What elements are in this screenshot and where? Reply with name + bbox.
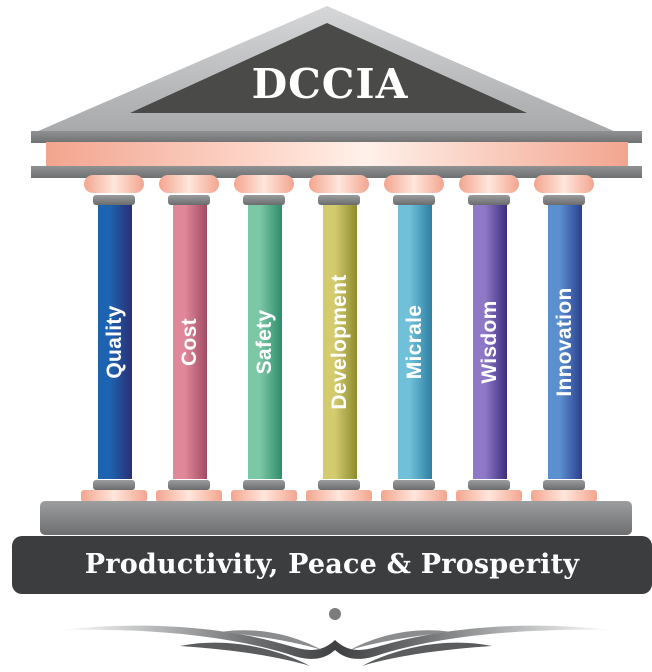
pillar-label: Development [328,274,351,410]
pillar-label: Wisdom [478,300,501,384]
pillar-label: Quality [103,305,126,379]
pillar-label: Safety [253,309,276,375]
pillar-shaft: Quality [98,205,132,479]
pillar-capital-ring [393,195,435,205]
pillar-base [456,490,522,502]
pillar-base-ring [243,480,285,490]
pillar-capital [459,175,519,193]
temple-plinth [40,501,632,535]
pillar-capital-ring [318,195,360,205]
pillar-capital-ring [243,195,285,205]
pillar-base-ring [543,480,585,490]
entablature-top-band [31,131,642,143]
motto-banner: Productivity, Peace & Prosperity [12,536,652,594]
pillar-capital [534,175,594,193]
pillar-capital-ring [543,195,585,205]
pillar-shaft: Innovation [548,205,582,479]
pillar-capital-ring [168,195,210,205]
pillar-label: Cost [178,318,201,366]
pillar-base-ring [393,480,435,490]
flourish-dot [329,608,341,620]
pillar-capital [384,175,444,193]
pillar-base [306,490,372,502]
pillar-shaft: Micrale [398,205,432,479]
pillar-shaft: Development [323,205,357,479]
pillar-label: Innovation [553,287,576,397]
pillar-shaft: Safety [248,205,282,479]
pillar-label: Micrale [403,304,426,380]
pillar-capital [159,175,219,193]
pillar-base [231,490,297,502]
pillar-capital [234,175,294,193]
pillar-shaft: Wisdom [473,205,507,479]
pillar-capital-ring [468,195,510,205]
roof-title: DCCIA [251,60,409,108]
entablature-frieze [46,142,628,166]
pillar-base-ring [168,480,210,490]
flourish-ornament [60,608,612,666]
pillar-capital [309,175,369,193]
pillar-capital-ring [93,195,135,205]
pillar-base-ring [318,480,360,490]
pillar-base [81,490,147,502]
roof-inner [130,23,527,113]
pillar-base [156,490,222,502]
pillar-base [381,490,447,502]
pillar-base-ring [93,480,135,490]
pillar-capital [84,175,144,193]
pillar-base-ring [468,480,510,490]
pillar-base [531,490,597,502]
motto-text: Productivity, Peace & Prosperity [84,549,580,580]
pillar-shaft: Cost [173,205,207,479]
roof-pediment [36,6,616,132]
